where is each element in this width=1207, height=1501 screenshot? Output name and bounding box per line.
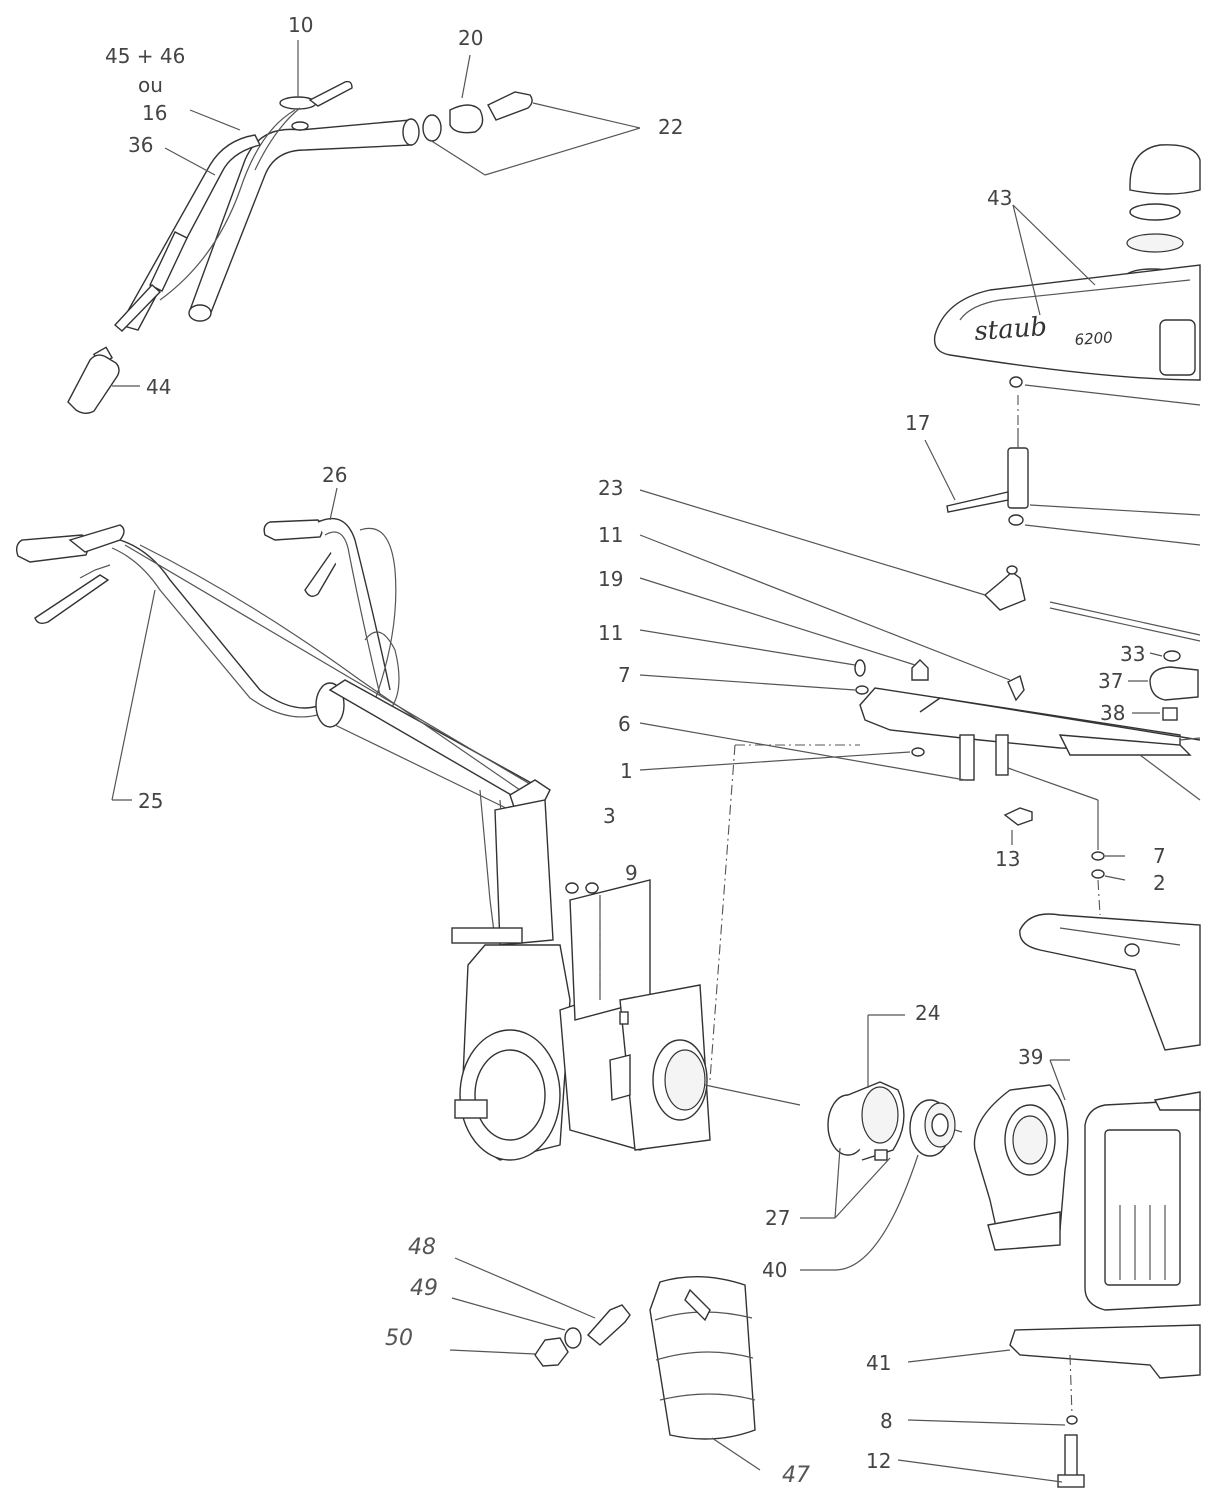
label-6: 6 — [618, 712, 631, 736]
model-number-text: 6200 — [1074, 328, 1113, 349]
label-10: 10 — [288, 13, 313, 37]
label-20: 20 — [458, 26, 483, 50]
label-19: 19 — [598, 567, 623, 591]
gearbox-body — [451, 395, 1101, 1161]
label-40: 40 — [762, 1258, 787, 1282]
label-43: 43 — [987, 186, 1012, 210]
label-2: 2 — [1153, 871, 1166, 895]
part-17-tube — [924, 428, 1201, 546]
handlebar-assembly-top — [67, 40, 641, 414]
label-25: 25 — [138, 789, 163, 813]
label-36: 36 — [128, 133, 153, 157]
label-39: 39 — [1018, 1045, 1043, 1069]
label-1: 1 — [620, 759, 633, 783]
label-11-top: 11 — [598, 523, 623, 547]
tiller-handlebars — [15, 487, 551, 941]
label-13: 13 — [995, 847, 1020, 871]
bearing-gear-housing — [800, 1014, 1201, 1311]
tine-and-fasteners — [449, 1257, 761, 1471]
label-24: 24 — [915, 1001, 940, 1025]
part-number-labels: 45 + 46 ou 16 36 10 20 22 44 43 17 26 23… — [105, 13, 1166, 1488]
tine-guard — [1019, 913, 1201, 1051]
label-9: 9 — [625, 861, 638, 885]
label-50: 50 — [385, 1326, 413, 1351]
label-7-left: 7 — [618, 663, 631, 687]
label-33: 33 — [1120, 642, 1145, 666]
label-22: 22 — [658, 115, 683, 139]
label-48: 48 — [408, 1235, 436, 1260]
label-17: 17 — [905, 411, 930, 435]
center-frame-assembly — [639, 534, 1201, 881]
label-38: 38 — [1100, 701, 1125, 725]
label-26: 26 — [322, 463, 347, 487]
label-23: 23 — [598, 476, 623, 500]
brand-logo-text: staub — [973, 312, 1048, 347]
part-23-fitting — [639, 489, 1201, 642]
label-27: 27 — [765, 1206, 790, 1230]
label-37: 37 — [1098, 669, 1123, 693]
label-45-46: 45 + 46 — [105, 44, 185, 68]
label-16: 16 — [142, 101, 167, 125]
label-7-right: 7 — [1153, 844, 1166, 868]
label-8: 8 — [880, 1409, 893, 1433]
engine-cover-assembly — [933, 144, 1201, 406]
label-47: 47 — [782, 1463, 810, 1488]
skid-plate — [897, 1324, 1201, 1488]
label-41: 41 — [866, 1351, 891, 1375]
label-44: 44 — [146, 375, 171, 399]
label-3: 3 — [603, 804, 616, 828]
label-11-mid: 11 — [598, 621, 623, 645]
label-12: 12 — [866, 1449, 891, 1473]
label-ou: ou — [138, 73, 163, 97]
label-49: 49 — [410, 1276, 438, 1301]
parts-33-37-38 — [1128, 650, 1199, 721]
